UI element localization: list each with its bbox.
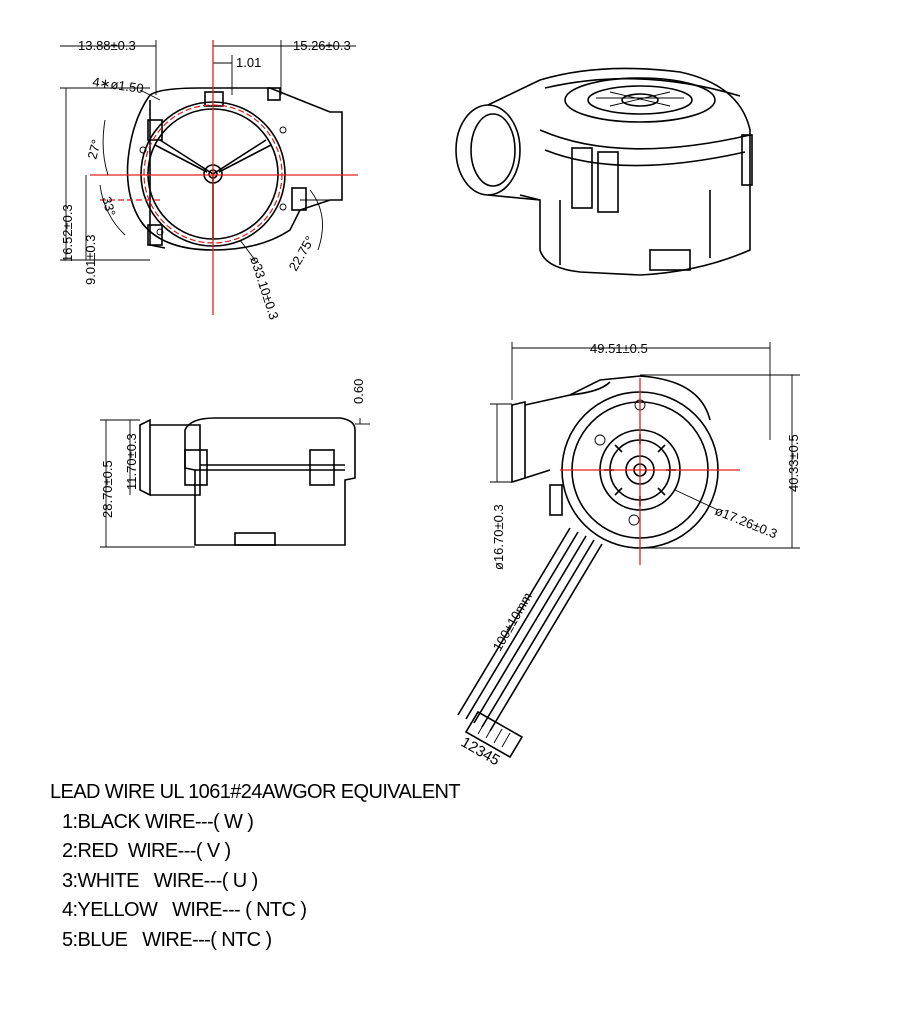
dim-holes: 4∗ø1.50 [92, 74, 145, 96]
blower-technical-drawing: 13.88±0.3 15.26±0.3 1.01 4∗ø1.50 [60, 38, 801, 769]
dim-total-width: 49.51±0.5 [590, 341, 648, 356]
dim-diameter: ø33.10±0.3 [247, 254, 282, 321]
wire-4: 4:YELLOW WIRE--- ( NTC ) [62, 899, 307, 921]
dim-angle-22: 22.75° [286, 233, 318, 273]
dim-lead-length: 100±10mm [490, 590, 535, 654]
dim-height-b: 9.01±0.3 [83, 234, 98, 285]
dim-width-right: 15.26±0.3 [293, 38, 351, 53]
notes-title: LEAD WIRE UL 1061#24AWGOR EQUIVALENT [50, 781, 461, 803]
dim-total-height-top: 40.33±0.5 [786, 434, 801, 492]
dim-total-height: 28.70±0.5 [100, 460, 115, 518]
dim-inner-height: 11.70±0.3 [124, 433, 139, 490]
wire-2: 2:RED WIRE---( V ) [62, 840, 231, 862]
connector [464, 710, 524, 759]
dim-offset: 1.01 [236, 55, 261, 70]
front-view: 13.88±0.3 15.26±0.3 1.01 4∗ø1.50 [60, 38, 358, 321]
dim-height-a: 16.52±0.3 [60, 204, 75, 262]
dim-hub-diameter: ø17.26±0.3 [713, 503, 780, 542]
dim-angle-33: 33° [99, 195, 119, 218]
lead-wires [457, 527, 603, 732]
dim-width-left: 13.88±0.3 [78, 38, 136, 53]
wire-3: 3:WHITE WIRE---( U ) [62, 869, 258, 892]
side-view: 0.60 28.70±0.5 11.70±0.3 [100, 379, 370, 548]
dim-angle-27: 27° [84, 138, 104, 161]
dim-thickness: 0.60 [351, 379, 366, 404]
wire-5: 5:BLUE WIRE---( NTC ) [62, 928, 272, 951]
wire-1: 1:BLACK WIRE---( W ) [62, 810, 254, 833]
dim-outlet-diameter: ø16.70±0.3 [491, 504, 506, 570]
lead-wire-notes: LEAD WIRE UL 1061#24AWGOR EQUIVALENT 1:B… [50, 778, 461, 955]
top-view: 49.51±0.5 40.33±0.5 ø16.70±0.3 [457, 341, 801, 769]
isometric-view [455, 67, 753, 276]
